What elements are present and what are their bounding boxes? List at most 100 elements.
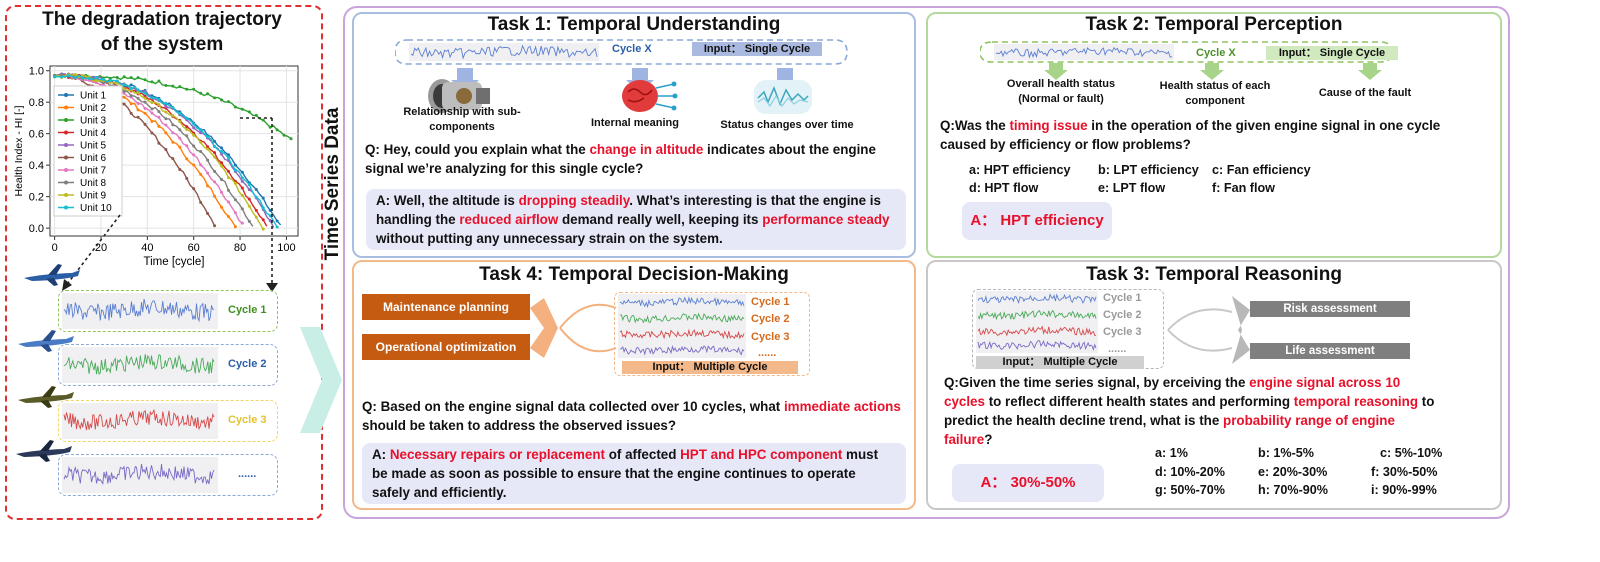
data-point bbox=[199, 163, 203, 167]
task3-option-b: b: 1%-5% bbox=[1258, 446, 1314, 460]
task2-answer: A： HPT efficiency bbox=[962, 202, 1112, 240]
data-point bbox=[240, 170, 244, 174]
task1-answer: A: Well, the altitude is dropping steadi… bbox=[366, 189, 906, 250]
data-point bbox=[226, 169, 230, 173]
data-point bbox=[150, 80, 154, 84]
data-point bbox=[206, 147, 210, 151]
task3-option-i: i: 90%-99% bbox=[1371, 483, 1437, 497]
y-tick-label: 0.8 bbox=[29, 97, 44, 109]
y-tick-label: 0.0 bbox=[29, 223, 44, 235]
data-point bbox=[226, 214, 230, 218]
data-point bbox=[185, 87, 189, 91]
data-point bbox=[268, 208, 272, 212]
data-point bbox=[233, 198, 237, 202]
data-point bbox=[233, 163, 237, 167]
data-point bbox=[73, 72, 77, 76]
signal-line bbox=[977, 340, 1097, 351]
data-point bbox=[192, 122, 196, 126]
signal-line bbox=[977, 325, 1097, 337]
signal-line bbox=[619, 344, 745, 356]
data-point bbox=[247, 204, 251, 208]
data-point bbox=[150, 96, 154, 100]
data-point bbox=[254, 113, 258, 117]
legend-marker bbox=[64, 205, 68, 210]
signal-line bbox=[63, 409, 215, 431]
legend-marker bbox=[64, 168, 68, 172]
data-point bbox=[143, 91, 147, 95]
data-point bbox=[220, 205, 224, 209]
data-point bbox=[213, 151, 217, 155]
data-point bbox=[171, 140, 175, 144]
data-point bbox=[220, 164, 224, 168]
down-arrow-icon bbox=[1200, 63, 1224, 80]
data-point bbox=[136, 108, 140, 112]
data-point bbox=[240, 186, 244, 190]
data-point bbox=[171, 131, 175, 135]
task4-cycle-more: ...... bbox=[758, 347, 777, 359]
degradation-title: The degradation trajectory of the system bbox=[42, 9, 282, 55]
data-point bbox=[129, 94, 133, 98]
task3-option-e: e: 20%-30% bbox=[1258, 465, 1328, 479]
legend-marker bbox=[64, 118, 68, 122]
data-point bbox=[80, 73, 84, 77]
task1-input-label: Input： Single Cycle bbox=[692, 42, 822, 56]
data-point bbox=[157, 79, 161, 83]
data-point bbox=[226, 153, 230, 157]
task4-question: Q: Based on the engine signal data colle… bbox=[362, 399, 901, 433]
data-point bbox=[157, 124, 161, 128]
legend-label: Unit 7 bbox=[80, 166, 107, 177]
cycle-row-1 bbox=[58, 290, 278, 332]
task2-option-f: f: Fan flow bbox=[1212, 181, 1275, 195]
risk-assessment-box: Risk assessment bbox=[1250, 301, 1410, 317]
data-point bbox=[289, 137, 293, 141]
data-point bbox=[87, 77, 91, 81]
data-point bbox=[240, 193, 244, 197]
data-point bbox=[122, 83, 126, 87]
data-point bbox=[247, 197, 251, 201]
data-point bbox=[164, 131, 168, 135]
data-point bbox=[213, 139, 217, 143]
task4-connector bbox=[530, 298, 617, 358]
data-point bbox=[261, 118, 265, 122]
data-point bbox=[226, 176, 230, 180]
data-point bbox=[226, 100, 230, 104]
data-point bbox=[192, 144, 196, 148]
legend-label: Unit 1 bbox=[80, 91, 107, 102]
task1-title: Task 1: Temporal Understanding bbox=[487, 14, 781, 35]
task2-input-label: Input： Single Cycle bbox=[1266, 46, 1398, 60]
task3-option-f: f: 30%-50% bbox=[1371, 465, 1438, 479]
task4-cycle-3: Cycle 3 bbox=[751, 331, 790, 343]
signal-line bbox=[410, 44, 598, 60]
data-point bbox=[213, 96, 217, 100]
data-point bbox=[206, 145, 210, 149]
data-point bbox=[115, 76, 119, 80]
data-point bbox=[192, 153, 196, 157]
task3-title: Task 3: Temporal Reasoning bbox=[1086, 264, 1342, 285]
legend-marker bbox=[64, 130, 68, 135]
data-point bbox=[206, 135, 210, 139]
data-point bbox=[220, 161, 224, 165]
cycle-1-label: Cycle 1 bbox=[228, 304, 267, 316]
signal-line bbox=[619, 312, 745, 324]
legend-marker bbox=[64, 93, 68, 97]
data-point bbox=[213, 145, 217, 149]
data-point bbox=[220, 152, 224, 156]
data-point bbox=[247, 188, 251, 192]
engine-icon bbox=[428, 79, 490, 113]
task1-label-subcomponents: Relationship with sub-components bbox=[403, 106, 521, 133]
data-point bbox=[122, 95, 126, 99]
airplane-icon bbox=[18, 386, 74, 408]
task3-cycle-3: Cycle 3 bbox=[1103, 326, 1142, 338]
data-point bbox=[171, 105, 175, 109]
data-point bbox=[192, 126, 196, 130]
data-point bbox=[206, 171, 210, 175]
data-point bbox=[178, 167, 182, 171]
legend-label: Unit 3 bbox=[80, 116, 107, 127]
signal-line bbox=[63, 463, 215, 485]
legend-marker bbox=[64, 155, 68, 160]
task2-panel bbox=[926, 12, 1502, 258]
task3-option-c: c: 5%-10% bbox=[1380, 446, 1443, 460]
task3-cycle-more: ...... bbox=[1108, 343, 1127, 355]
task3-answer: A： 30%-50% bbox=[952, 464, 1104, 502]
